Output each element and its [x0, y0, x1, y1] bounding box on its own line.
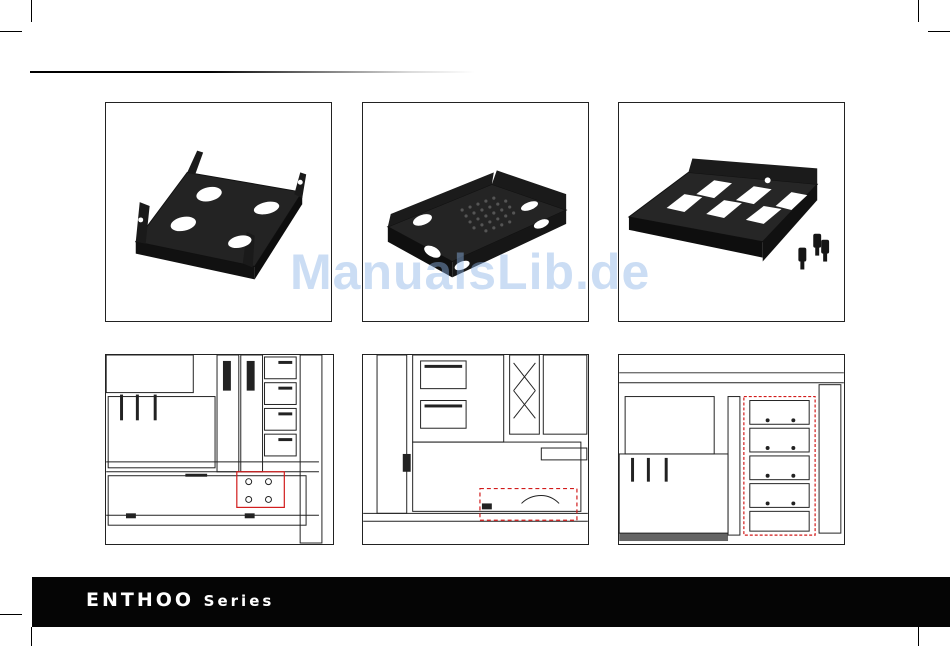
crop-mark-top-left-h: [0, 31, 22, 32]
crop-mark-top-right-h: [928, 31, 950, 32]
crop-mark-bottom-left-h: [0, 614, 22, 615]
series-title-suffix: Series: [204, 592, 275, 610]
watermark: ManualsLib.de: [290, 243, 650, 301]
install-diagram-bottom-mount: [105, 354, 334, 545]
series-title: ENTHOO Series: [86, 589, 274, 611]
crop-mark-bottom-right-v: [918, 627, 919, 646]
case-interior-side-icon: [363, 355, 588, 544]
install-diagram-hdd-cage: [618, 354, 845, 545]
install-diagram-side-mount: [362, 354, 589, 545]
footer-bar: ENTHOO Series: [32, 577, 950, 627]
case-interior-hdd-cage-icon: [619, 355, 844, 544]
series-title-main: ENTHOO: [86, 589, 194, 611]
crop-mark-bottom-left-v: [31, 627, 32, 646]
drive-bracket-with-screws-icon: [619, 103, 844, 321]
header-rule: [30, 71, 475, 73]
crop-mark-top-left-v: [31, 0, 32, 22]
crop-mark-top-right-v: [918, 0, 919, 22]
case-interior-bottom-icon: [106, 355, 333, 544]
bracket-photo-with-screws: [618, 102, 845, 322]
